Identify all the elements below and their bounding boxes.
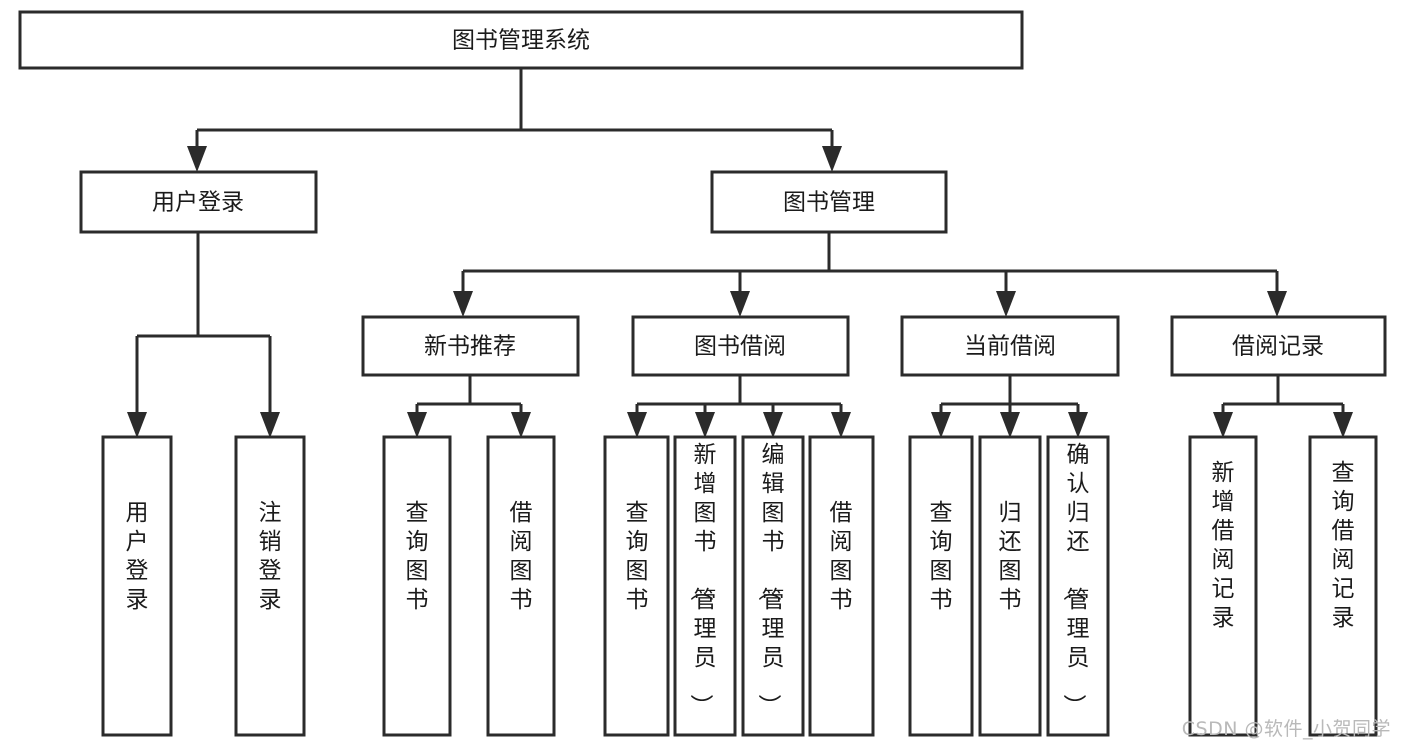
edge-new-book-recommend-to-bus [415, 375, 523, 418]
leaf-add-record-box[interactable] [1188, 435, 1258, 737]
node-book-borrow[interactable]: 图书借阅 [631, 315, 850, 377]
arrow-to-leaf-query-book-3 [931, 412, 951, 438]
leaf-query-record-box[interactable] [1308, 435, 1378, 737]
arrow-to-current-borrow [996, 291, 1016, 317]
arrow-to-leaf-confirm-return [1068, 412, 1088, 438]
leaf-add-book-box[interactable] [673, 435, 737, 737]
leaf-return-book-label: 归还图书 [999, 500, 1022, 613]
leaf-edit-book[interactable]: 编辑图书（管理员） [741, 435, 805, 737]
leaf-query-record-label: 查询借阅记录 [1332, 460, 1355, 631]
node-user-login[interactable]: 用户登录 [79, 170, 318, 234]
arrow-to-leaf-return-book [1000, 412, 1020, 438]
node-new-book-recommend-label: 新书推荐 [424, 334, 516, 360]
edge-current-borrow-to-bus [939, 375, 1080, 418]
node-new-book-recommend-box[interactable] [361, 315, 580, 377]
node-borrow-record-label: 借阅记录 [1232, 334, 1324, 360]
leaf-query-book-2-label: 查询图书 [626, 500, 649, 613]
arrow-to-user-login [187, 146, 207, 172]
arrow-to-book-borrow [730, 291, 750, 317]
leaf-query-book-3[interactable]: 查询图书 [908, 435, 974, 737]
node-root[interactable]: 图书管理系统 [18, 10, 1024, 70]
node-current-borrow[interactable]: 当前借阅 [900, 315, 1120, 377]
leaf-edit-book-box[interactable] [741, 435, 805, 737]
leaf-add-record[interactable]: 新增借阅记录 [1188, 435, 1258, 737]
leaf-query-book-1-box[interactable] [382, 435, 452, 737]
arrow-to-leaf-query-record [1333, 412, 1353, 438]
leaf-add-book[interactable]: 新增图书（管理员） [673, 435, 737, 737]
leaf-user-login-label: 用户登录 [126, 500, 149, 613]
arrow-to-leaf-query-book-1 [407, 412, 427, 438]
arrow-to-book-manage [822, 146, 842, 172]
arrow-to-leaf-add-book [695, 412, 715, 438]
leaf-query-book-1-label: 查询图书 [406, 500, 429, 613]
leaf-borrow-book-1-box[interactable] [486, 435, 556, 737]
arrow-to-leaf-borrow-book-2 [831, 412, 851, 438]
leaf-return-book-box[interactable] [978, 435, 1042, 737]
edge-root-to-bus [195, 68, 834, 152]
leaf-confirm-return-label: 确认归还（管理员） [1061, 442, 1090, 717]
connector-layer [127, 68, 1353, 438]
arrow-to-leaf-query-book-2 [627, 412, 647, 438]
arrow-to-borrow-record [1267, 291, 1287, 317]
leaf-borrow-book-1-label: 借阅图书 [510, 500, 533, 613]
leaf-query-book-3-box[interactable] [908, 435, 974, 737]
edge-user-login-to-bus [135, 232, 272, 418]
node-book-manage-label: 图书管理 [783, 190, 875, 216]
arrow-to-leaf-edit-book [763, 412, 783, 438]
node-root-label: 图书管理系统 [452, 28, 590, 54]
leaf-borrow-book-1[interactable]: 借阅图书 [486, 435, 556, 737]
node-book-borrow-box[interactable] [631, 315, 850, 377]
leaf-borrow-book-2[interactable]: 借阅图书 [808, 435, 875, 737]
node-user-login-label: 用户登录 [152, 190, 244, 216]
leaf-query-book-3-label: 查询图书 [930, 500, 953, 613]
arrow-to-leaf-add-record [1213, 412, 1233, 438]
leaf-user-login-box[interactable] [101, 435, 173, 737]
node-root-box[interactable] [18, 10, 1024, 70]
arrow-to-leaf-user-logout [260, 412, 280, 438]
edge-borrow-record-to-bus [1221, 375, 1345, 418]
leaf-user-logout-box[interactable] [234, 435, 306, 737]
node-book-manage[interactable]: 图书管理 [710, 170, 948, 234]
leaf-query-record[interactable]: 查询借阅记录 [1308, 435, 1378, 737]
node-borrow-record-box[interactable] [1170, 315, 1387, 377]
leaf-edit-book-label: 编辑图书（管理员） [756, 442, 785, 717]
node-current-borrow-label: 当前借阅 [964, 334, 1056, 360]
leaf-user-logout-label: 注销登录 [259, 500, 282, 613]
leaf-add-book-label: 新增图书（管理员） [688, 442, 717, 717]
node-borrow-record[interactable]: 借阅记录 [1170, 315, 1387, 377]
leaf-borrow-book-2-box[interactable] [808, 435, 875, 737]
node-new-book-recommend[interactable]: 新书推荐 [361, 315, 580, 377]
node-book-borrow-label: 图书借阅 [694, 334, 786, 360]
leaf-user-login[interactable]: 用户登录 [101, 435, 173, 737]
csdn-watermark: CSDN @软件_小贺同学 [1181, 718, 1391, 740]
leaf-return-book[interactable]: 归还图书 [978, 435, 1042, 737]
leaf-add-record-label: 新增借阅记录 [1212, 460, 1235, 631]
arrow-to-leaf-user-login [127, 412, 147, 438]
leaf-query-book-2[interactable]: 查询图书 [603, 435, 670, 737]
leaf-confirm-return-box[interactable] [1046, 435, 1110, 737]
leaf-query-book-2-box[interactable] [603, 435, 670, 737]
edge-book-borrow-to-bus [635, 375, 843, 418]
leaf-user-logout[interactable]: 注销登录 [234, 435, 306, 737]
node-current-borrow-box[interactable] [900, 315, 1120, 377]
arrow-to-new-book-recommend [453, 291, 473, 317]
node-book-manage-box[interactable] [710, 170, 948, 234]
arrow-to-leaf-borrow-book-1 [511, 412, 531, 438]
leaf-borrow-book-2-label: 借阅图书 [830, 500, 853, 613]
edge-book-manage-to-bus [461, 232, 1279, 297]
leaf-query-book-1[interactable]: 查询图书 [382, 435, 452, 737]
leaf-confirm-return[interactable]: 确认归还（管理员） [1046, 435, 1110, 737]
node-user-login-box[interactable] [79, 170, 318, 234]
